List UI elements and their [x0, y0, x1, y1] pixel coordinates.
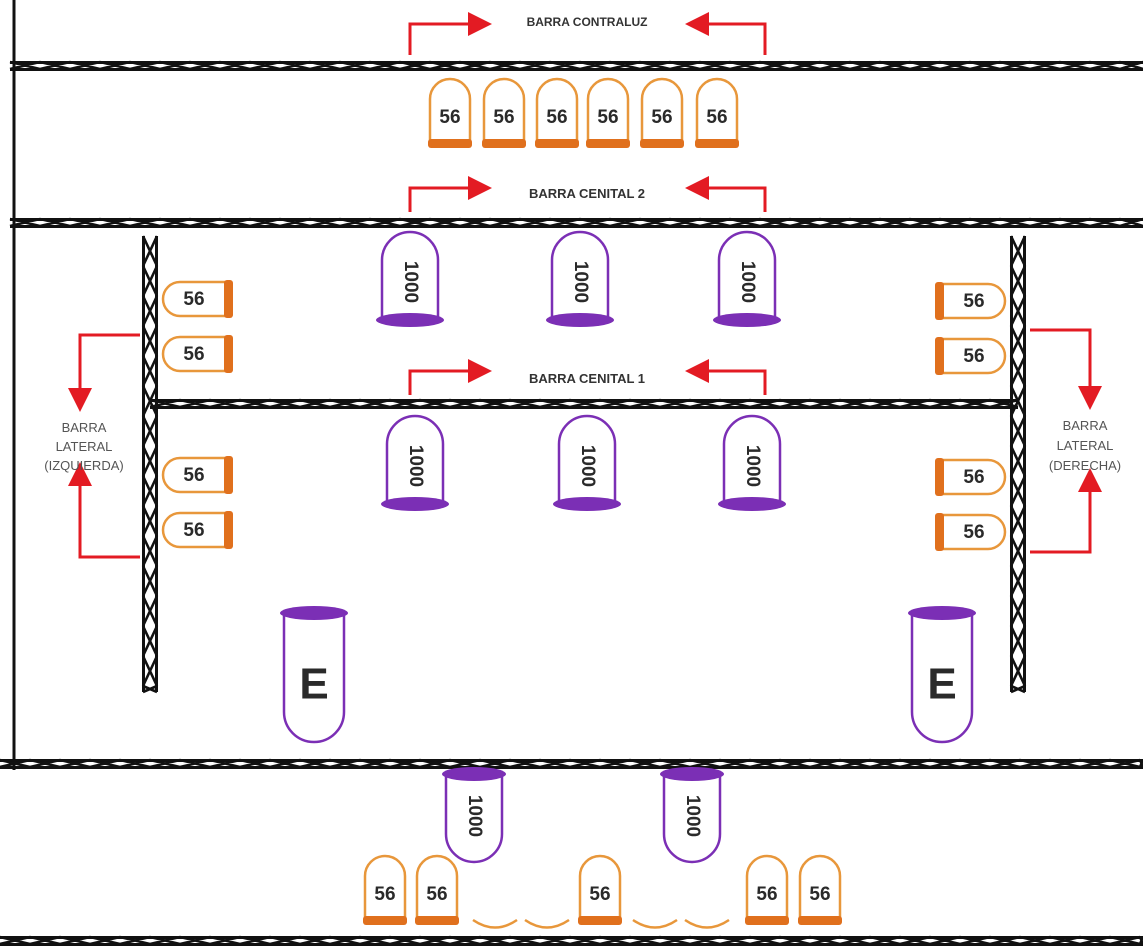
fixture-label: 56 [374, 884, 395, 905]
arrow-cenital1-right [685, 359, 767, 395]
fixture-label: 1000 [405, 445, 426, 487]
fixture-label: 56 [651, 107, 672, 128]
truss-front [0, 758, 1143, 769]
par56-frontal-4: 56 [745, 854, 789, 925]
par56-contraluz-2: 56 [482, 77, 526, 148]
truss-cenital-2 [9, 217, 1143, 228]
fixture-label: 56 [597, 107, 618, 128]
fixture-label: 56 [756, 884, 777, 905]
par56-contraluz-1: 56 [428, 77, 472, 148]
svg-text:(IZQUIERDA): (IZQUIERDA) [44, 458, 123, 473]
fixture-label: 1000 [400, 261, 421, 303]
fixture1000-cenital1-2: 1000 [553, 414, 621, 511]
truss-cenital-1 [149, 398, 1019, 409]
arrow-lateral-izq-bottom [68, 462, 140, 559]
fixture-label: 56 [809, 884, 830, 905]
par56-lateral-der-2: 56 [935, 337, 1007, 375]
elipsoidal-izquierda: E [280, 606, 348, 744]
elipsoidal-derecha: E [908, 606, 976, 744]
svg-text:BARRA: BARRA [62, 420, 107, 435]
bar-label-lateral-derecha: BARRA LATERAL (DERECHA) [1049, 418, 1121, 473]
fixture-label: E [299, 660, 328, 709]
par56-frontal-5: 56 [798, 854, 842, 925]
arrow-cenital2-left [408, 176, 492, 212]
par56-lateral-izq-3: 56 [161, 456, 233, 494]
arrow-cenital2-right [685, 176, 767, 212]
par56-lateral-izq-1: 56 [161, 280, 233, 318]
fixture-label: 56 [183, 344, 204, 365]
par56-contraluz-3: 56 [535, 77, 579, 148]
fixture-label: 56 [589, 884, 610, 905]
truss-lateral-izquierda [141, 235, 159, 694]
svg-text:BARRA: BARRA [1063, 418, 1108, 433]
fixture-label: 56 [183, 289, 204, 310]
fixture-label: 56 [546, 107, 567, 128]
bottom-truss-arcs [472, 918, 730, 929]
fixture-label: 56 [963, 291, 984, 312]
par56-lateral-der-3: 56 [935, 458, 1007, 496]
fixture-label: 56 [963, 467, 984, 488]
fixture-label: 1000 [737, 261, 758, 303]
svg-text:LATERAL: LATERAL [56, 439, 113, 454]
bar-label-lateral-izquierda: BARRA LATERAL (IZQUIERDA) [44, 420, 123, 473]
par56-contraluz-6: 56 [695, 77, 739, 148]
arrow-cenital1-left [408, 359, 492, 395]
par56-frontal-2: 56 [415, 854, 459, 925]
truss-bottom [0, 935, 1143, 946]
fixture1000-frontal-2: 1000 [660, 767, 724, 864]
par56-lateral-izq-2: 56 [161, 335, 233, 373]
truss-lateral-derecha [1009, 235, 1027, 694]
fixture1000-cenital2-1: 1000 [376, 230, 444, 327]
fixture1000-cenital1-3: 1000 [718, 414, 786, 511]
fixture1000-cenital2-3: 1000 [713, 230, 781, 327]
fixture-label: 56 [493, 107, 514, 128]
fixture1000-frontal-1: 1000 [442, 767, 506, 864]
fixture-label: 1000 [577, 445, 598, 487]
arrow-lateral-der-top [1030, 328, 1102, 410]
fixture-label: 56 [439, 107, 460, 128]
arrow-contraluz-left [408, 12, 492, 55]
fixture-label: 1000 [464, 795, 485, 837]
par56-contraluz-5: 56 [640, 77, 684, 148]
arrow-lateral-izq-top [68, 333, 140, 412]
par56-lateral-der-4: 56 [935, 513, 1007, 551]
fixture-label: 56 [963, 346, 984, 367]
fixture1000-cenital2-2: 1000 [546, 230, 614, 327]
svg-text:LATERAL: LATERAL [1057, 438, 1114, 453]
fixture-label: 56 [963, 522, 984, 543]
par56-contraluz-4: 56 [586, 77, 630, 148]
fixture-label: 56 [183, 520, 204, 541]
fixture-label: 56 [183, 465, 204, 486]
truss-contraluz [9, 60, 1143, 71]
fixture1000-cenital1-1: 1000 [381, 414, 449, 511]
par56-frontal-3: 56 [578, 854, 622, 925]
fixture-label: 1000 [570, 261, 591, 303]
bar-label-cenital-1: BARRA CENITAL 1 [529, 371, 645, 386]
arrow-contraluz-right [685, 12, 767, 55]
fixture-label: 1000 [742, 445, 763, 487]
fixture-label: 1000 [682, 795, 703, 837]
svg-text:(DERECHA): (DERECHA) [1049, 458, 1121, 473]
bar-label-cenital-2: BARRA CENITAL 2 [529, 186, 645, 201]
fixture-label: E [927, 660, 956, 709]
bar-label-contraluz: BARRA CONTRALUZ [527, 15, 648, 29]
fixture-label: 56 [426, 884, 447, 905]
fixture-label: 56 [706, 107, 727, 128]
par56-frontal-1: 56 [363, 854, 407, 925]
par56-lateral-izq-4: 56 [161, 511, 233, 549]
par56-lateral-der-1: 56 [935, 282, 1007, 320]
arrow-lateral-der-bottom [1030, 468, 1102, 554]
